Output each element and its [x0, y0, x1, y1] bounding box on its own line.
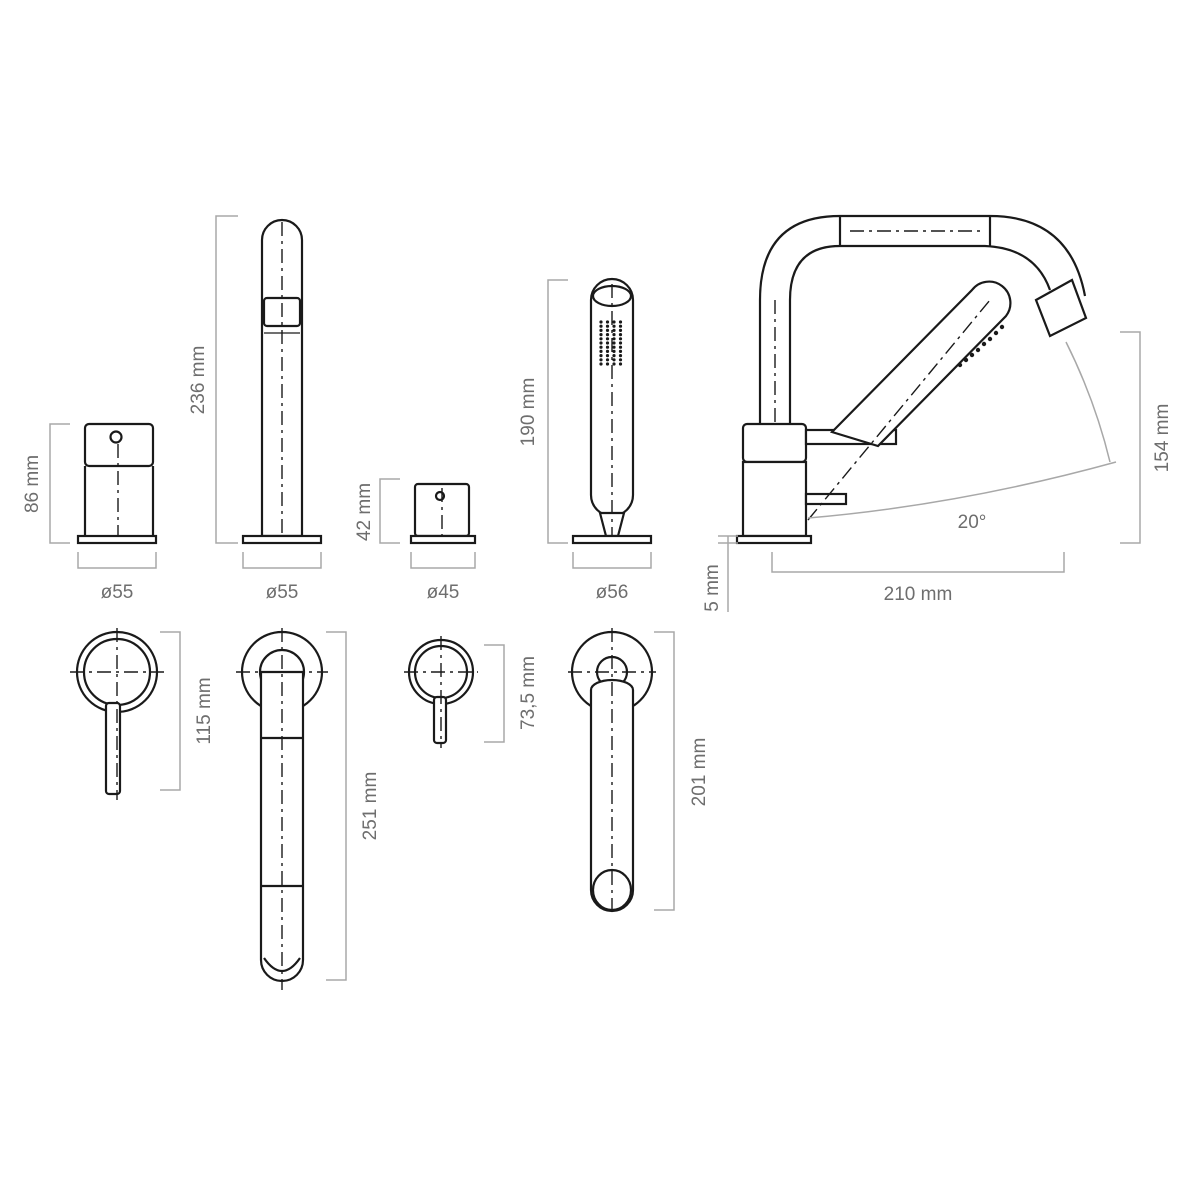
- nozzle-dot: [612, 341, 616, 345]
- nozzle-dot: [599, 324, 603, 328]
- side-view-angle: 20°: [958, 512, 987, 533]
- nozzle-dot: [618, 337, 623, 341]
- hand-shower-elevation: 190 mm ø56: [518, 277, 653, 603]
- nozzle-dot: [605, 320, 610, 324]
- spout-plan-length: 251 mm: [360, 772, 381, 841]
- side-spray-nozzles: [957, 324, 1005, 368]
- side-view-base-height: 5 mm: [702, 564, 723, 612]
- hand-shower-diameter: ø56: [596, 582, 629, 603]
- nozzle-dot: [612, 349, 616, 353]
- nozzle-dot: [618, 362, 623, 366]
- nozzle-dot: [605, 358, 610, 362]
- nozzle-dot: [618, 354, 623, 358]
- hand-shower-plan: 201 mm: [568, 628, 710, 916]
- nozzle-dot: [618, 349, 623, 353]
- nozzle-dot: [618, 328, 623, 332]
- nozzle-dot: [618, 345, 623, 349]
- diverter-elevation: 42 mm ø45: [354, 478, 477, 603]
- nozzle-dot: [605, 345, 610, 349]
- nozzle-dot: [612, 345, 616, 349]
- nozzle-dot: [605, 362, 610, 366]
- lever-mixer-plan: 115 mm: [70, 628, 215, 800]
- nozzle-dot: [612, 328, 616, 332]
- hand-shower-height: 190 mm: [518, 378, 539, 447]
- diverter-height: 42 mm: [354, 483, 375, 541]
- nozzle-dot: [599, 349, 603, 353]
- nozzle-dot: [599, 358, 603, 362]
- hand-shower-plan-length: 201 mm: [689, 738, 710, 807]
- nozzle-dot: [599, 345, 603, 349]
- diverter-plan: 73,5 mm: [404, 636, 539, 748]
- nozzle-dot: [612, 333, 616, 337]
- nozzle-dot: [599, 333, 603, 337]
- nozzle-dot: [618, 341, 623, 345]
- nozzle-dot: [612, 362, 616, 366]
- nozzle-dot: [605, 354, 610, 358]
- nozzle-dot: [618, 358, 623, 362]
- nozzle-dot: [612, 358, 616, 362]
- side-view-height: 154 mm: [1152, 404, 1173, 473]
- spout-height: 236 mm: [188, 346, 209, 415]
- nozzle-dot: [612, 337, 616, 341]
- nozzle-dot: [605, 324, 610, 328]
- lever-mixer-plan-length: 115 mm: [194, 677, 215, 744]
- lever-mixer-elevation: 86 mm ø55: [22, 422, 158, 603]
- nozzle-dot: [618, 333, 623, 337]
- nozzle-dot: [612, 324, 616, 328]
- spout-elevation: 236 mm ø55: [188, 215, 323, 603]
- nozzle-dot: [605, 328, 610, 332]
- nozzle-dot: [599, 354, 603, 358]
- nozzle-dot: [605, 333, 610, 337]
- nozzle-dot: [605, 337, 610, 341]
- nozzle-dot: [599, 362, 603, 366]
- spray-nozzles: [599, 320, 623, 366]
- nozzle-dot: [599, 328, 603, 332]
- nozzle-dot: [612, 320, 616, 324]
- diverter-diameter: ø45: [427, 582, 460, 603]
- nozzle-dot: [618, 320, 623, 324]
- lever-mixer-height: 86 mm: [22, 455, 43, 513]
- lever-mixer-diameter: ø55: [101, 582, 134, 603]
- nozzle-dot: [599, 337, 603, 341]
- nozzle-dot: [605, 349, 610, 353]
- spout-plan: 251 mm: [236, 628, 381, 990]
- nozzle-dot: [612, 354, 616, 358]
- nozzle-dot: [599, 341, 603, 345]
- spout-side-view: 20° 210 mm 154 mm 5 mm: [702, 214, 1173, 612]
- spout-diameter: ø55: [266, 582, 299, 603]
- diverter-plan-length: 73,5 mm: [518, 656, 539, 730]
- nozzle-dot: [618, 324, 623, 328]
- side-view-reach: 210 mm: [884, 584, 953, 605]
- nozzle-dot: [605, 341, 610, 345]
- nozzle-dot: [599, 320, 603, 324]
